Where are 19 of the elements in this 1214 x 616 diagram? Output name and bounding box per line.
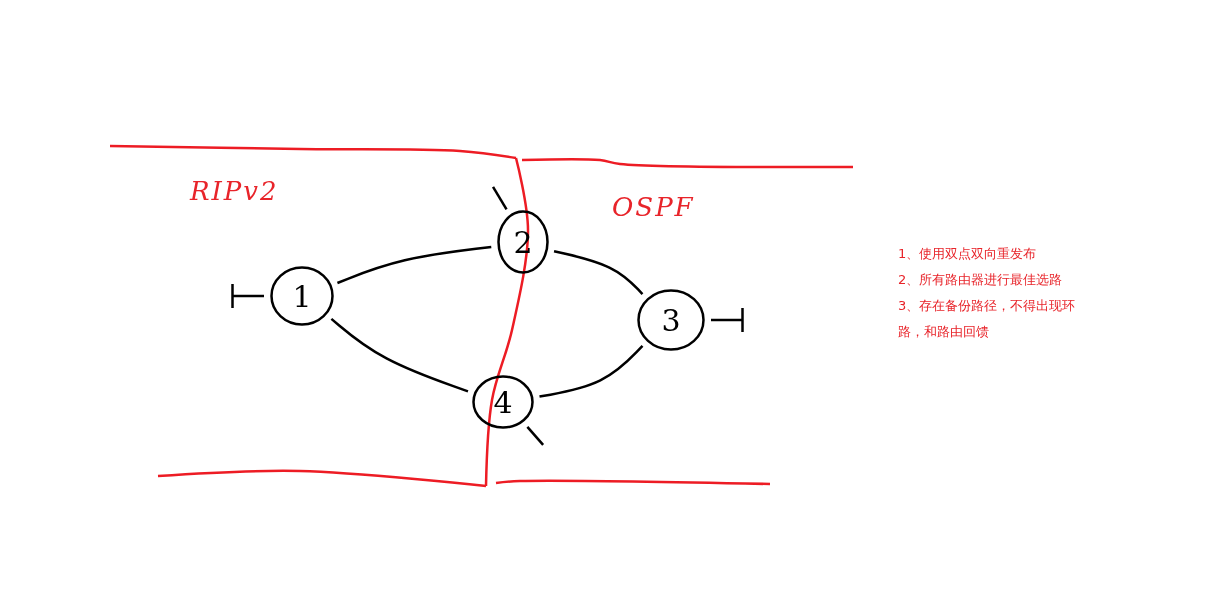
link-line: [336, 245, 492, 285]
region-label: RIPv2: [190, 176, 279, 206]
router-number: 1: [292, 278, 312, 314]
link-line: [330, 317, 469, 393]
link-line: [553, 250, 644, 295]
region-label: OSPF: [612, 192, 695, 222]
router-circle: [472, 375, 534, 429]
link-stub: [491, 186, 508, 211]
note-text: 3、存在备份路径，不得出现环路，和路由回馈: [898, 297, 1077, 341]
note-text: 1、使用双点双向重发布: [898, 245, 1038, 263]
link-stub: [711, 306, 744, 334]
link-line: [539, 345, 644, 398]
link-stub: [526, 426, 545, 446]
router-number: 4: [493, 384, 513, 420]
router-number: 3: [661, 302, 681, 338]
note-text: 2、所有路由器进行最佳选路: [898, 271, 1064, 289]
router-circle: [637, 289, 705, 351]
router-circle: [270, 266, 334, 326]
link-stub: [231, 282, 264, 310]
